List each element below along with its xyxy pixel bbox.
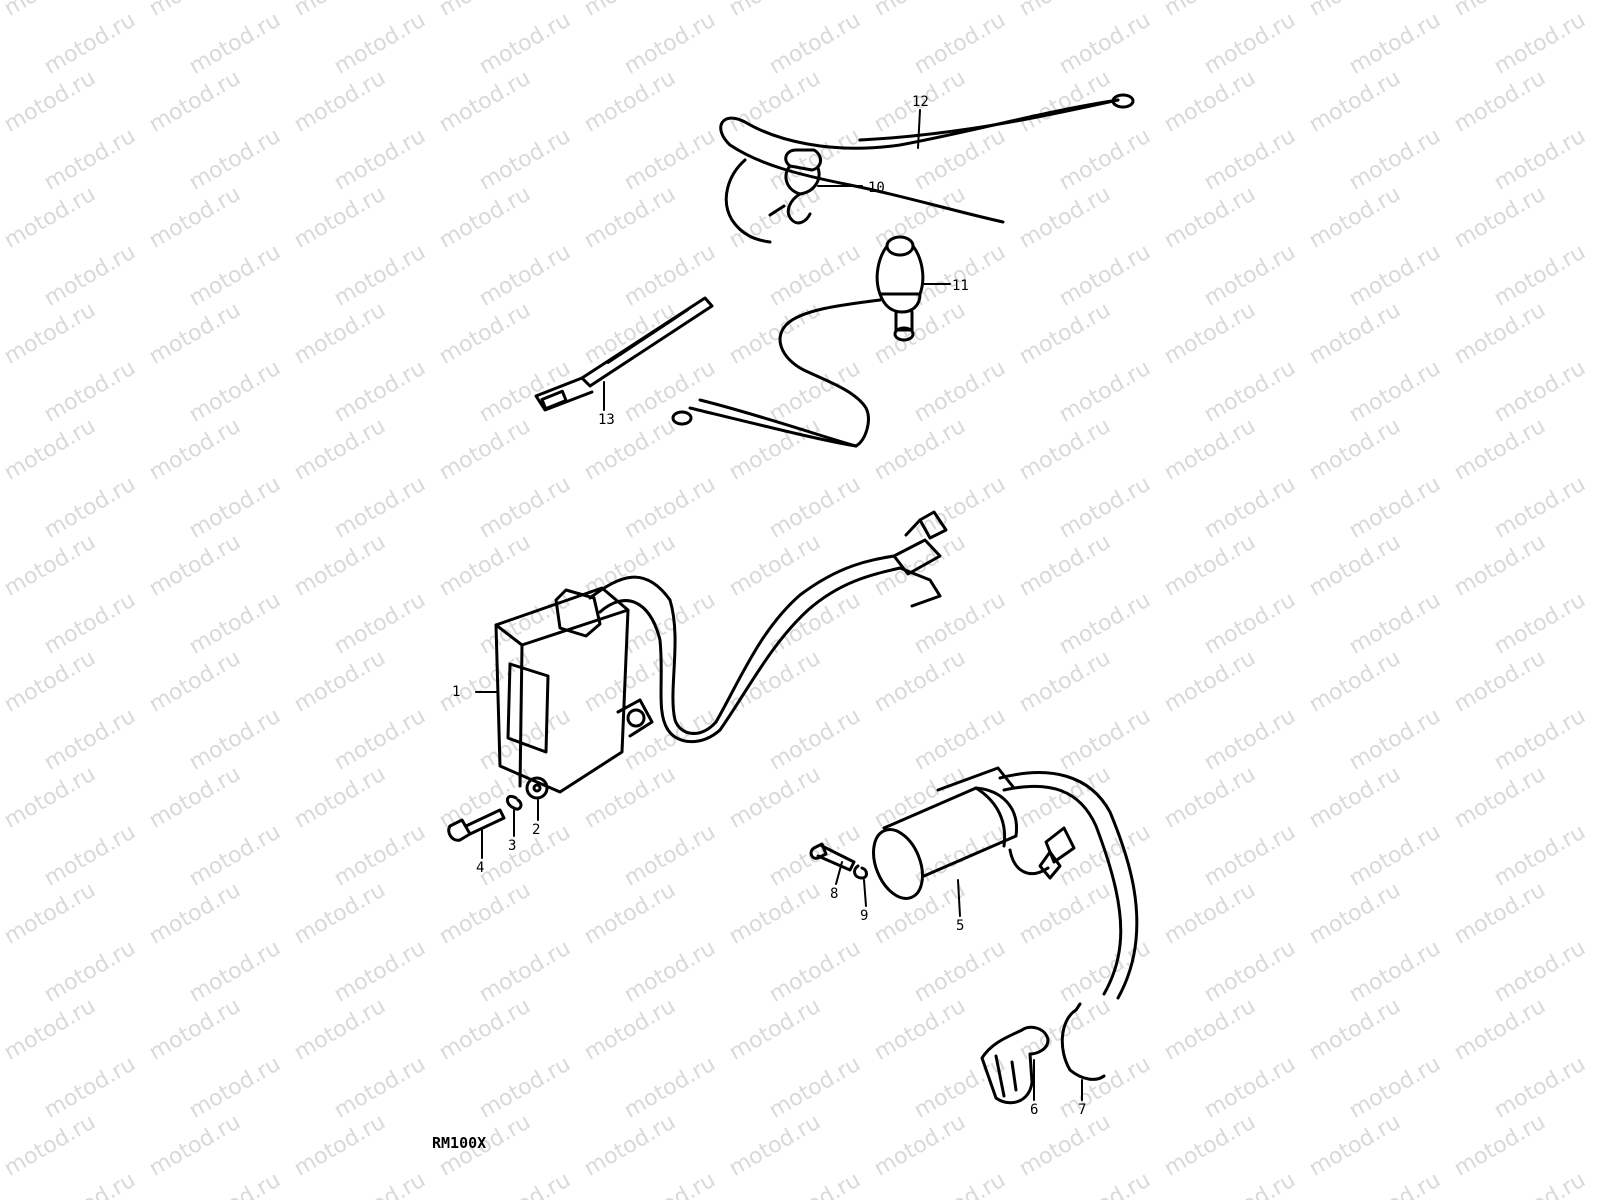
lock-washer	[506, 794, 523, 811]
ground-wire	[719, 93, 1135, 244]
callout-coil-lock-washer: 9	[860, 908, 868, 924]
callout-lock-washer: 3	[508, 838, 516, 854]
callout-connector-cap: 10	[868, 180, 885, 196]
cable-tie	[534, 296, 714, 412]
callout-lead-wire-boot: 11	[952, 278, 969, 294]
bolt	[447, 808, 506, 842]
callout-ignition-coil: 5	[956, 918, 964, 934]
spark-plug-cap	[980, 1025, 1050, 1105]
callout-spark-plug-cap: 6	[1030, 1102, 1038, 1118]
callout-washer: 2	[532, 822, 540, 838]
callout-coil-bolt: 8	[830, 886, 838, 902]
washer	[525, 776, 549, 800]
callout-clip: 7	[1078, 1102, 1086, 1118]
model-code: RM100X	[432, 1134, 487, 1152]
lead-wire-boot	[671, 235, 925, 448]
coil-bolt	[809, 842, 856, 872]
leader-lines	[475, 109, 1083, 1101]
coil-lock-washer	[853, 864, 868, 880]
clip	[1060, 1002, 1106, 1081]
connector-cap	[768, 148, 822, 225]
callout-cable-tie: 13	[598, 412, 615, 428]
callout-bolt: 4	[476, 860, 484, 876]
ignition-coil	[872, 766, 1139, 1000]
callout-ground-wire: 12	[912, 94, 929, 110]
cdi-unit	[494, 510, 948, 794]
callout-cdi-unit: 1	[452, 684, 460, 700]
